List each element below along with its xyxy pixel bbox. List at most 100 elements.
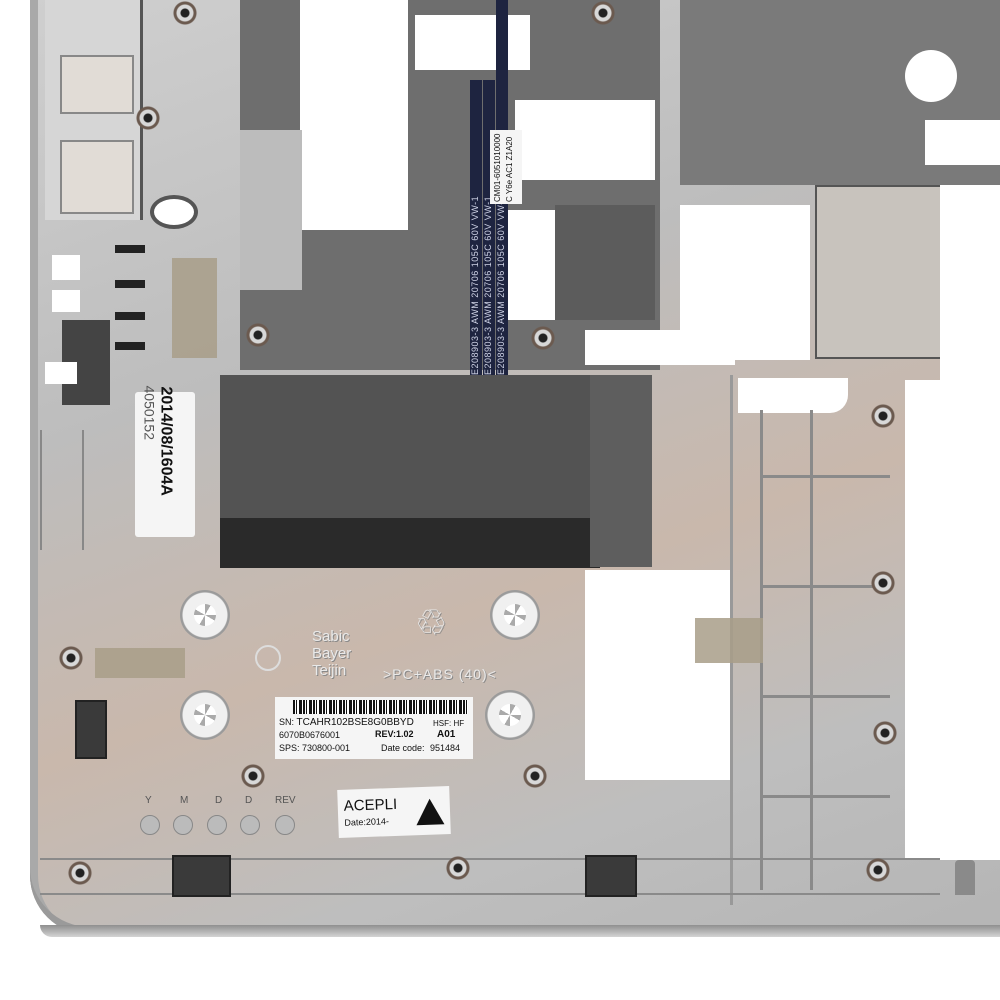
cutout (52, 255, 80, 280)
rib (810, 410, 813, 890)
date-wheel-group: Y M D D REV (135, 795, 305, 845)
screw-boss (872, 720, 898, 746)
oval-hole (150, 195, 198, 229)
date-wheel-icon (173, 815, 193, 835)
supplier-teijin: Teijin (312, 662, 347, 679)
cutout (940, 185, 1000, 385)
shield-window-low (505, 210, 555, 320)
shield-foil (240, 130, 302, 290)
shield-screw (245, 322, 271, 348)
date-wheel-icon (140, 815, 160, 835)
bottom-rib (40, 858, 940, 860)
flex-cable-strand: E208903-3 AWM 20706 105C 60V VW-1 (483, 80, 495, 375)
shield-window-left (300, 0, 408, 230)
cable-label-line1: CM01-6051010000 (493, 133, 502, 203)
rubber-foot-boss (180, 690, 230, 740)
rib (760, 795, 890, 798)
triangle-mark-icon (415, 798, 445, 826)
serial-number-label: SN: TCAHR102BSE8G0BBYD HSF: HF 6070B0676… (275, 697, 473, 759)
supplier-bayer: Bayer (312, 645, 352, 662)
side-rail (40, 430, 84, 550)
screw-boss (865, 857, 891, 883)
shield-screw (590, 0, 616, 26)
vent-slot (115, 245, 145, 253)
variant: A01 (437, 729, 456, 740)
cutout (585, 570, 730, 780)
rubber-foot-boss (485, 690, 535, 740)
date-wheel-icon (240, 815, 260, 835)
hsf-mark: HSF: HF (433, 719, 465, 728)
port-opening-upper (60, 55, 134, 114)
rib (760, 475, 890, 478)
date-sticker-line1: 2014/08/1604A (157, 386, 175, 496)
screw-boss (135, 105, 161, 131)
molded-indicator-circle (255, 645, 281, 671)
wheel-label-rev: REV (275, 795, 296, 806)
vent-slot (115, 280, 145, 288)
shield-window-top (415, 15, 530, 70)
screw-boss (58, 645, 84, 671)
date-wheel-icon (275, 815, 295, 835)
rubber-foot-boss (180, 590, 230, 640)
supplier-list: Sabic Bayer Teijin (312, 628, 351, 679)
shield-plate (555, 205, 655, 320)
cutout (925, 120, 1000, 165)
vendor-sticker: ACEPLI Date:2014- (337, 786, 451, 838)
material-code: >PC+ABS (40)< (383, 666, 497, 682)
cutout (738, 378, 848, 413)
case-front-rim (40, 925, 1000, 937)
foam-tape (172, 258, 217, 358)
cable-label-line2: C Y6e AC1 Z1A20 (505, 136, 514, 202)
cutout (680, 205, 810, 360)
screw-boss (445, 855, 471, 881)
cutout (52, 290, 80, 312)
wheel-label-day: D (215, 795, 223, 806)
vent-slot (115, 342, 145, 350)
vendor-date: Date:2014- (344, 816, 390, 828)
supplier-sabic: Sabic (312, 628, 350, 645)
bottom-rib (40, 893, 940, 895)
shield-screw (530, 325, 556, 351)
cutout (905, 380, 1000, 860)
production-date-sticker: 2014/08/1604A 4050152 (135, 386, 195, 537)
foam-tape (695, 618, 763, 663)
shield-window-mid (515, 100, 655, 180)
latch-clip (585, 855, 637, 897)
serial-number: TCAHR102BSE8G0BBYD (296, 717, 414, 728)
wheel-label-day2: D (245, 795, 253, 806)
recycle-icon: ♲ (415, 602, 448, 643)
mylar-overlap (590, 375, 652, 567)
rubber-foot-boss (490, 590, 540, 640)
heat-plate (815, 185, 944, 359)
foam-tape (95, 648, 185, 678)
screw-boss (870, 570, 896, 596)
latch-clip (172, 855, 231, 897)
black-tape-strip (220, 518, 600, 568)
sn-row: SN: TCAHR102BSE8G0BBYD (279, 717, 414, 728)
cutout (45, 362, 77, 384)
date-code-label: Date code: (381, 743, 425, 753)
date-code: 951484 (430, 743, 461, 753)
date-sticker-line2: 4050152 (141, 385, 158, 441)
screw-boss (240, 763, 266, 789)
wheel-label-year: Y (145, 795, 152, 806)
screw-boss (870, 403, 896, 429)
barcode (293, 700, 468, 714)
sn-prefix: SN: (279, 717, 295, 727)
rib (760, 695, 890, 698)
latch-clip (75, 700, 107, 759)
wheel-label-month: M (180, 795, 189, 806)
port-opening-lower (60, 140, 134, 214)
revision: REV:1.02 (375, 729, 414, 739)
screw-boss (522, 763, 548, 789)
flex-cable-strand: E208903-3 AWM 20706 105C 60V VW-1 (470, 80, 482, 375)
vent-slot (115, 312, 145, 320)
part-number: 6070B0676001 (279, 730, 341, 740)
screw-boss (172, 0, 198, 26)
rib (760, 585, 890, 588)
screw-boss (67, 860, 93, 886)
date-wheel-icon (207, 815, 227, 835)
cable-label: CM01-6051010000 C Y6e AC1 Z1A20 (490, 130, 522, 204)
hinge-tab (955, 860, 975, 895)
round-hole (905, 50, 957, 102)
